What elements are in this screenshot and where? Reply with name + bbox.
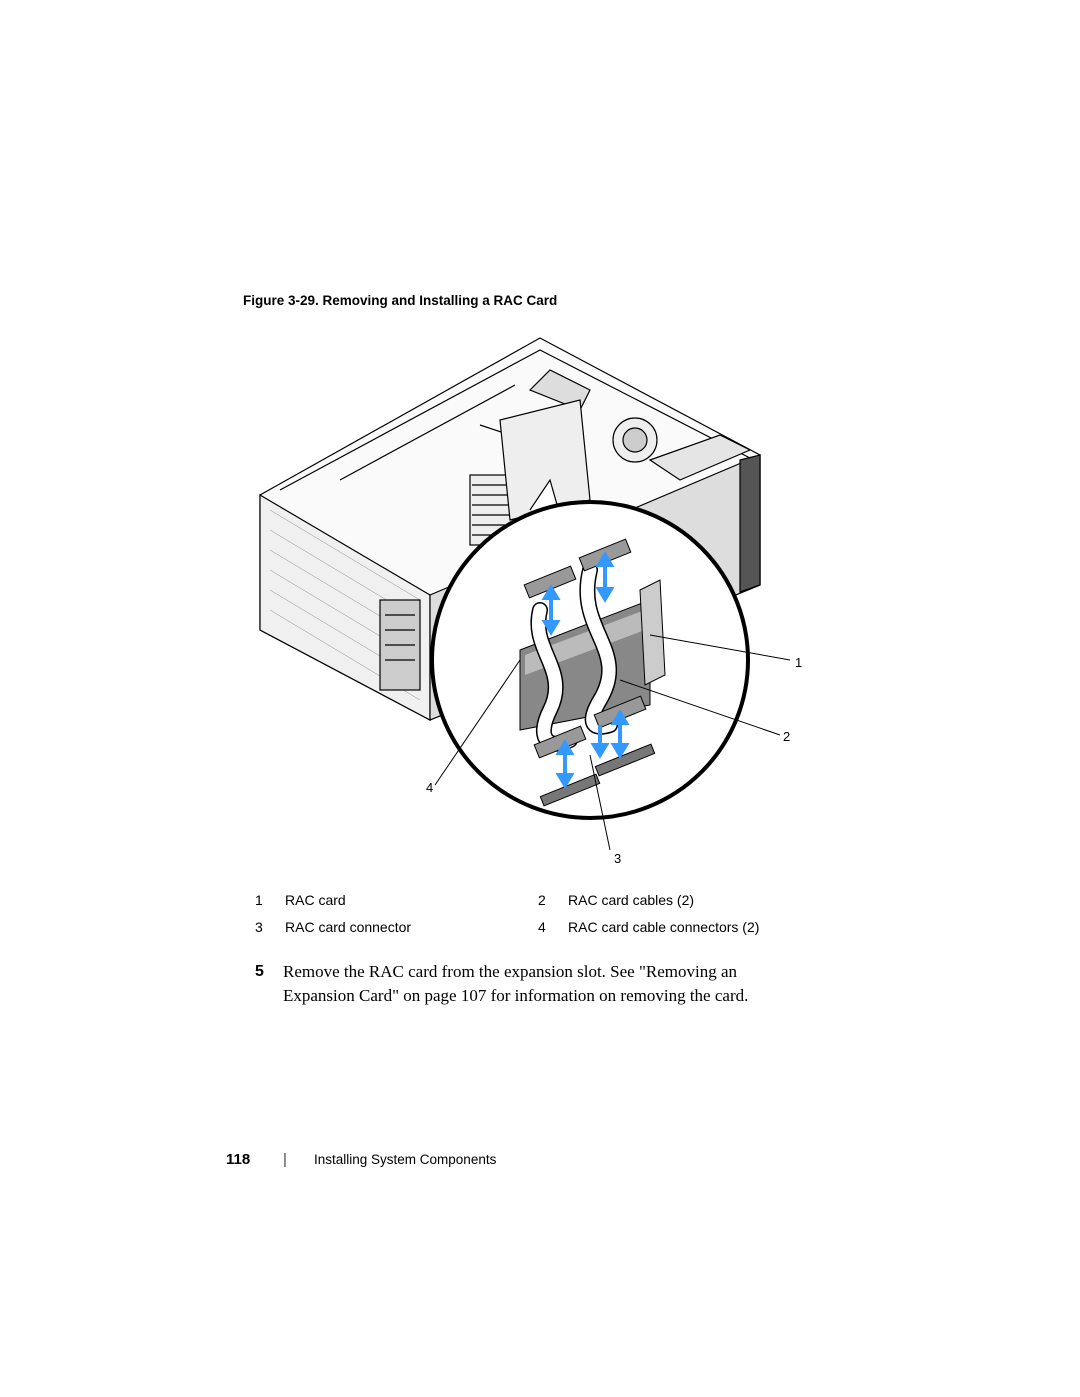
footer-separator: | — [283, 1151, 287, 1168]
legend-num: 2 — [538, 892, 546, 908]
step-text: Remove the RAC card from the expansion s… — [283, 962, 749, 1005]
figure-caption: Figure 3-29. Removing and Installing a R… — [243, 293, 558, 308]
legend-num: 3 — [255, 919, 263, 935]
legend-text: RAC card cable connectors (2) — [568, 919, 760, 935]
legend-text: RAC card cables (2) — [568, 892, 695, 908]
callout-3: 3 — [614, 851, 621, 866]
rac-card-figure: 1 2 3 4 — [250, 330, 830, 870]
callout-1: 1 — [795, 655, 802, 670]
legend-num: 4 — [538, 919, 546, 935]
page-number: 118 — [226, 1151, 251, 1168]
server-chassis-illustration: 1 2 3 4 — [259, 337, 802, 866]
legend-row: 1 RAC card 2 RAC card cables (2) — [255, 892, 795, 919]
callout-4: 4 — [426, 780, 433, 795]
footer-section-title: Installing System Components — [314, 1152, 497, 1167]
step-number: 5 — [255, 963, 264, 980]
callout-2: 2 — [783, 729, 790, 744]
instruction-step: 5 Remove the RAC card from the expansion… — [255, 960, 795, 1008]
legend-text: RAC card — [285, 892, 346, 908]
legend-row: 3 RAC card connector 4 RAC card cable co… — [255, 919, 795, 946]
figure-legend: 1 RAC card 2 RAC card cables (2) 3 RAC c… — [255, 892, 795, 946]
legend-num: 1 — [255, 892, 263, 908]
legend-text: RAC card connector — [285, 919, 412, 935]
